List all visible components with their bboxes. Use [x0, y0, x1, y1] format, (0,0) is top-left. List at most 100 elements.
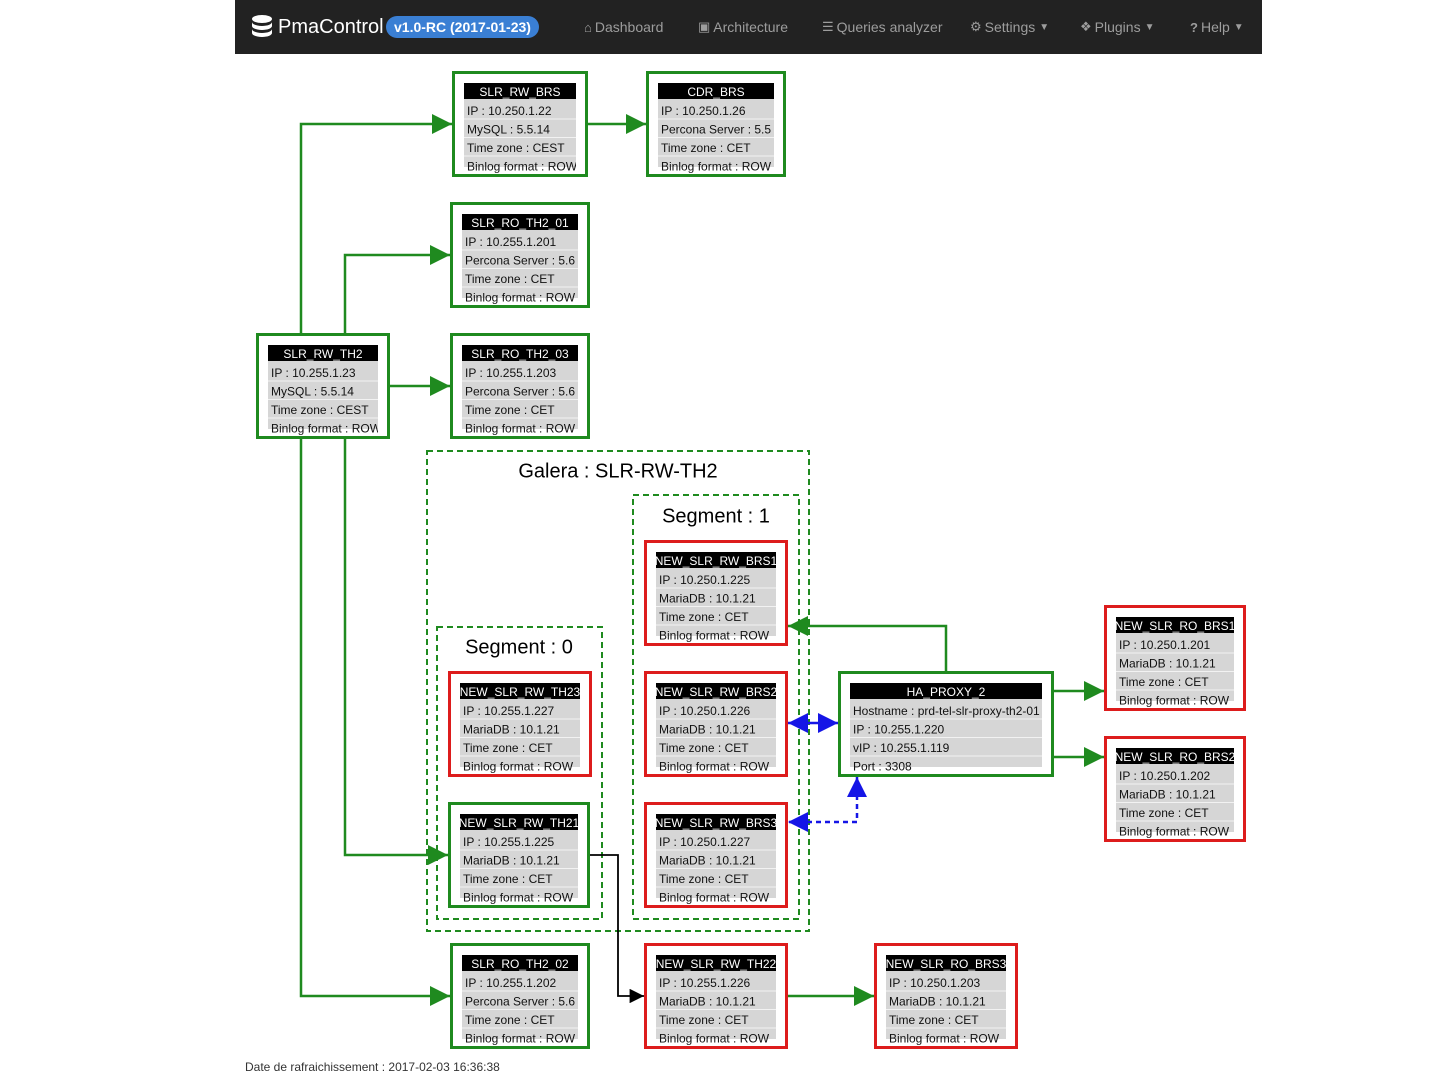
nav-dashboard[interactable]: ⌂ Dashboard	[584, 0, 663, 54]
nav-architecture[interactable]: ▣ Architecture	[698, 0, 788, 54]
node-detail: Time zone : CET	[659, 610, 749, 624]
node-title: NEW_SLR_RW_BRS2	[655, 685, 778, 699]
node-detail: MariaDB : 10.1.21	[889, 995, 986, 1009]
node-detail: IP : 10.255.1.220	[853, 723, 945, 737]
node-title: SLR_RW_TH2	[283, 347, 362, 361]
node-detail: MariaDB : 10.1.21	[1119, 788, 1216, 802]
node-title: NEW_SLR_RW_TH21	[459, 816, 580, 830]
node-new-slr-rw-brs3[interactable]: NEW_SLR_RW_BRS3 IP : 10.250.1.227MariaDB …	[644, 802, 788, 908]
node-detail: Binlog format : ROW	[659, 891, 770, 905]
node-detail: MariaDB : 10.1.21	[659, 854, 756, 868]
nav-help-label: Help	[1200, 19, 1230, 35]
node-detail: Time zone : CET	[463, 872, 553, 886]
node-detail: Binlog format : ROW	[659, 760, 770, 774]
caret-down-icon: ▼	[1144, 21, 1155, 33]
cluster-label: Galera : SLR-RW-TH2	[518, 460, 717, 482]
node-title: SLR_RW_BRS	[479, 85, 560, 99]
node-detail: Binlog format : ROW	[465, 291, 576, 305]
node-detail: Time zone : CET	[1119, 806, 1209, 820]
node-detail: Percona Server : 5.6	[465, 385, 575, 399]
node-detail: IP : 10.250.1.202	[1119, 769, 1211, 783]
nav-plugins[interactable]: ❖ Plugins ▼	[1080, 0, 1154, 54]
node-detail: MariaDB : 10.1.21	[659, 723, 756, 737]
edge-slr_rw_th2-slr_ro_th2_02	[299, 439, 450, 1006]
node-detail: Time zone : CET	[465, 403, 555, 417]
node-title: NEW_SLR_RO_BRS2	[1115, 750, 1236, 764]
node-detail: Percona Server : 5.6	[465, 995, 575, 1009]
node-detail: IP : 10.255.1.225	[463, 835, 555, 849]
caret-down-icon: ▼	[1039, 21, 1050, 33]
node-detail: Binlog format : ROW	[463, 891, 574, 905]
node-detail: MariaDB : 10.1.21	[659, 995, 756, 1009]
nav-queries-analyzer[interactable]: ☰ Queries analyzer	[822, 0, 942, 54]
node-detail: IP : 10.255.1.202	[465, 976, 557, 990]
node-detail: Binlog format : ROW	[661, 160, 772, 174]
node-title: SLR_RO_TH2_01	[471, 216, 569, 230]
node-detail: Binlog format : ROW	[659, 629, 770, 643]
list-icon: ☰	[822, 19, 834, 34]
node-detail: MariaDB : 10.1.21	[463, 854, 560, 868]
node-detail: IP : 10.250.1.22	[467, 104, 552, 118]
edge-ha_proxy_2-new_slr_rw_brs3	[788, 777, 867, 832]
architecture-icon: ▣	[698, 19, 711, 34]
node-title: NEW_SLR_RW_BRS1	[655, 554, 778, 568]
nav-queries-analyzer-label: Queries analyzer	[836, 19, 943, 35]
node-detail: Time zone : CET	[465, 272, 555, 286]
node-detail: Time zone : CET	[1119, 675, 1209, 689]
node-detail: MariaDB : 10.1.21	[1119, 657, 1216, 671]
node-new-slr-rw-brs1[interactable]: NEW_SLR_RW_BRS1 IP : 10.250.1.225MariaDB …	[644, 540, 788, 646]
question-icon: ?	[1190, 19, 1198, 35]
node-detail: Binlog format : ROW	[465, 1032, 576, 1046]
node-detail: vIP : 10.255.1.119	[853, 741, 950, 755]
node-detail: IP : 10.250.1.203	[889, 976, 981, 990]
cluster-label: Segment : 0	[465, 636, 573, 658]
node-title: CDR_BRS	[687, 85, 744, 99]
node-detail: Time zone : CET	[889, 1013, 979, 1027]
node-detail: MariaDB : 10.1.21	[463, 723, 560, 737]
node-new-slr-ro-brs2[interactable]: NEW_SLR_RO_BRS2 IP : 10.250.1.202MariaDB …	[1104, 736, 1246, 842]
node-detail: Binlog format : ROW	[1119, 825, 1230, 839]
edge-slr_rw_th2-slr_rw_brs	[299, 114, 452, 333]
node-title: NEW_SLR_RW_BRS3	[655, 816, 778, 830]
cluster-seg0: Segment : 0	[436, 626, 603, 920]
node-title: NEW_SLR_RW_TH22	[656, 957, 777, 971]
node-detail: Binlog format : ROW	[1119, 694, 1230, 708]
nav-settings[interactable]: ⚙ Settings ▼	[970, 0, 1049, 54]
node-detail: Time zone : CET	[659, 872, 749, 886]
node-detail: Binlog format : ROW	[467, 160, 578, 174]
node-detail: Percona Server : 5.5	[661, 123, 771, 137]
node-detail: Binlog format : ROW	[271, 422, 382, 436]
node-detail: Hostname : prd-tel-slr-proxy-th2-01	[853, 704, 1040, 718]
nav-dashboard-label: Dashboard	[594, 19, 664, 35]
cluster-label: Segment : 1	[662, 505, 770, 527]
caret-down-icon: ▼	[1233, 21, 1244, 33]
node-detail: Binlog format : ROW	[465, 422, 576, 436]
node-detail: IP : 10.250.1.227	[659, 835, 751, 849]
node-detail: Time zone : CET	[659, 741, 749, 755]
node-detail: IP : 10.255.1.203	[465, 366, 557, 380]
node-detail: IP : 10.250.1.26	[661, 104, 746, 118]
node-detail: IP : 10.250.1.225	[659, 573, 751, 587]
node-detail: MariaDB : 10.1.21	[659, 592, 756, 606]
node-detail: MySQL : 5.5.14	[271, 385, 354, 399]
node-new-slr-rw-th21[interactable]: NEW_SLR_RW_TH21 IP : 10.255.1.225MariaDB …	[448, 802, 590, 908]
node-title: NEW_SLR_RO_BRS1	[1115, 619, 1236, 633]
nav-help[interactable]: ? Help ▼	[1190, 0, 1244, 54]
node-detail: Percona Server : 5.6	[465, 254, 575, 268]
database-icon[interactable]	[250, 0, 274, 54]
brand-name[interactable]: PmaControl	[278, 15, 384, 38]
node-detail: IP : 10.255.1.23	[271, 366, 356, 380]
